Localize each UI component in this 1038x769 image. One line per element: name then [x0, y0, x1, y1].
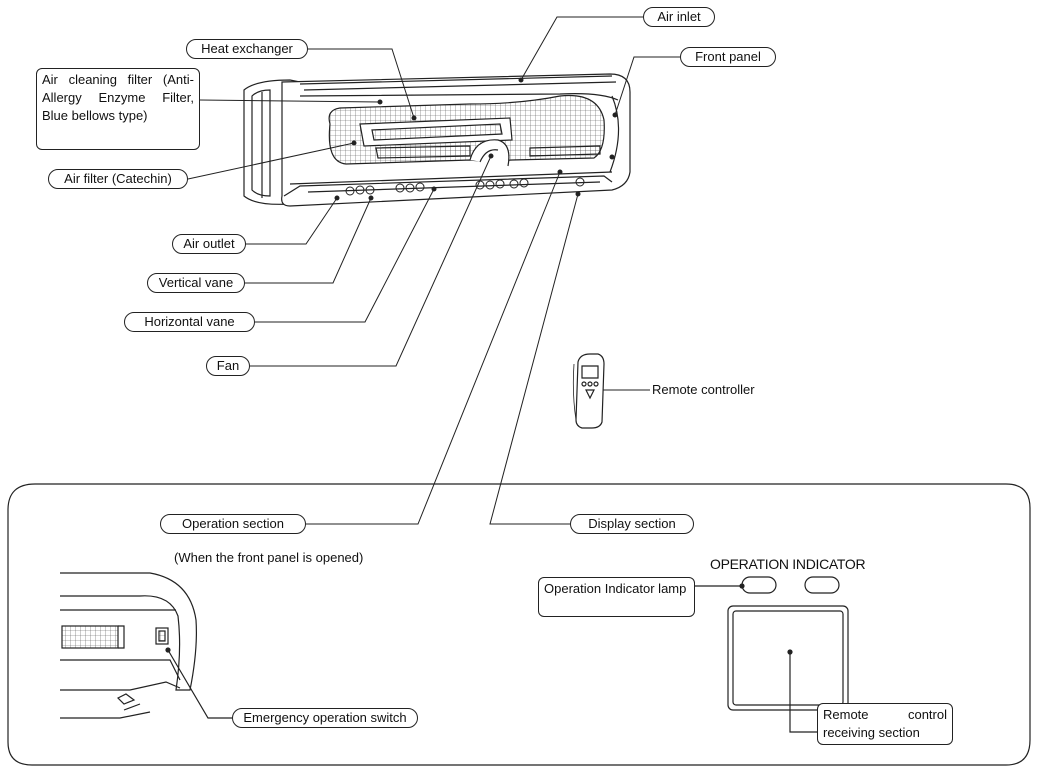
emergency-operation-switch-label: Emergency operation switch	[232, 708, 418, 728]
remote-control-receiving-section-label: Remote control receiving section	[817, 703, 953, 745]
opened-panel-illustration	[60, 572, 232, 719]
detail-frame	[7, 483, 1031, 766]
air-outlet-label: Air outlet	[172, 234, 246, 254]
leader-lines	[187, 16, 680, 525]
remote-controller-illustration	[572, 353, 605, 429]
operation-indicator-heading: OPERATION INDICATOR	[710, 556, 866, 572]
operation-indicator-lamp-label: Operation Indicator lamp	[538, 577, 695, 617]
remote-controller-label: Remote controller	[652, 382, 755, 397]
front-panel-opened-note: (When the front panel is opened)	[174, 550, 364, 565]
front-panel-label: Front panel	[680, 47, 776, 67]
air-inlet-label: Air inlet	[643, 7, 715, 27]
heat-exchanger-panel	[359, 117, 601, 159]
vane-row	[345, 177, 585, 196]
display-section-label: Display section	[570, 514, 694, 534]
horizontal-vane-label: Horizontal vane	[124, 312, 255, 332]
operation-section-label: Operation section	[160, 514, 306, 534]
heat-exchanger-label: Heat exchanger	[186, 39, 308, 59]
air-cleaning-filter-label: Air cleaning filter (Anti-Allergy Enzyme…	[36, 68, 200, 150]
air-filter-label: Air filter (Catechin)	[48, 169, 188, 189]
fan-opening	[469, 139, 510, 167]
operation-indicator-illustration	[695, 576, 849, 733]
vertical-vane-label: Vertical vane	[147, 273, 245, 293]
fan-label: Fan	[206, 356, 250, 376]
